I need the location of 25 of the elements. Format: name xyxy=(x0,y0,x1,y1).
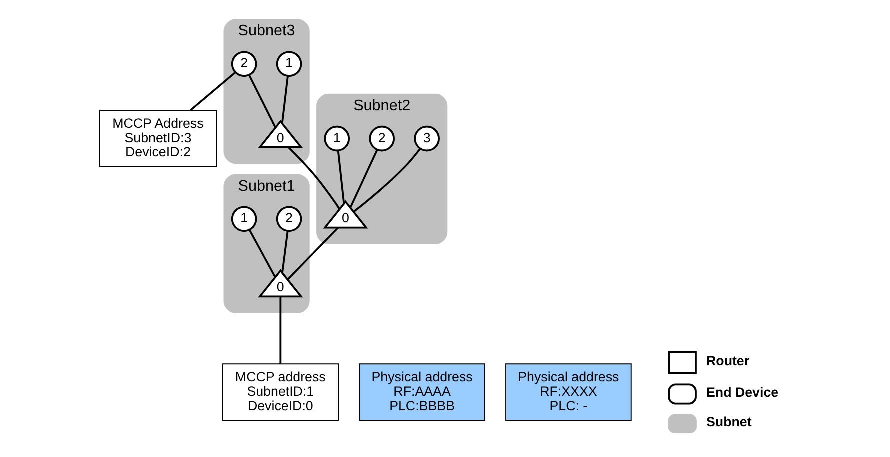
node-circle: 1 xyxy=(276,51,302,78)
legend-label: Router xyxy=(706,353,750,368)
connector xyxy=(288,146,340,210)
connector xyxy=(279,296,282,364)
legend-label: Subnet xyxy=(706,414,752,430)
node-box: Physical address RF:AAAA PLC:BBBB xyxy=(358,364,485,422)
node-circle: 1 xyxy=(230,206,257,232)
connector xyxy=(189,72,236,112)
node-circle: 2 xyxy=(368,126,395,152)
node-box: Physical address RF:XXXX PLC: - xyxy=(505,364,632,422)
connector xyxy=(352,148,421,213)
connector xyxy=(349,150,378,208)
connector xyxy=(280,76,288,124)
connector xyxy=(281,231,288,274)
connector xyxy=(336,150,345,204)
connector xyxy=(248,74,276,128)
node-circle: 2 xyxy=(276,206,302,232)
node-circle: 3 xyxy=(414,126,440,152)
node-circle: 1 xyxy=(324,126,350,152)
legend-label: End Device xyxy=(706,384,778,400)
node-box: MCCP address SubnetID:1 DeviceID:0 xyxy=(222,364,339,422)
connector xyxy=(286,227,338,280)
node-box: MCCP Address SubnetID:3 DeviceID:2 xyxy=(98,110,217,168)
connector xyxy=(248,230,276,278)
node-circle: 2 xyxy=(230,51,257,78)
